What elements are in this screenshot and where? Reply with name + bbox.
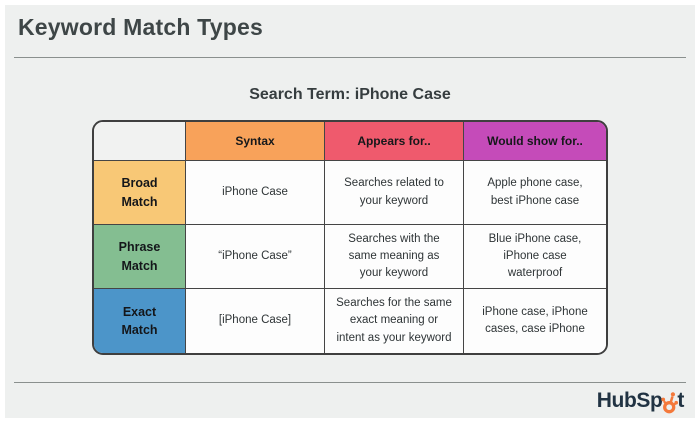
column-header-syntax: Syntax xyxy=(186,122,325,161)
row-label-broad-match: Broad Match xyxy=(94,161,186,225)
cell-phrase-appears: Searches with the same meaning as your k… xyxy=(325,225,464,289)
cell-exact-appears: Searches for the same exact meaning or i… xyxy=(325,289,464,353)
row-label-phrase-match: Phrase Match xyxy=(94,225,186,289)
cell-exact-syntax: [iPhone Case] xyxy=(186,289,325,353)
logo-text-right: t xyxy=(677,389,684,412)
search-term-subtitle: Search Term: iPhone Case xyxy=(249,86,451,103)
top-divider xyxy=(14,57,686,58)
cell-exact-would-show: iPhone case, iPhone cases, case iPhone xyxy=(464,289,606,353)
cell-phrase-syntax: “iPhone Case” xyxy=(186,225,325,289)
row-label-exact-match: Exact Match xyxy=(94,289,186,353)
logo-text-left: HubSp xyxy=(596,389,663,412)
slide-canvas: Keyword Match Types Search Term: iPhone … xyxy=(5,5,695,418)
hubspot-sprocket-icon xyxy=(661,392,679,414)
bottom-divider xyxy=(14,382,686,383)
cell-broad-appears: Searches related to your keyword xyxy=(325,161,464,225)
page-title: Keyword Match Types xyxy=(18,14,263,40)
column-header-would-show-for: Would show for.. xyxy=(464,122,606,161)
cell-phrase-would-show: Blue iPhone case, iPhone case waterproof xyxy=(464,225,606,289)
cell-broad-syntax: iPhone Case xyxy=(186,161,325,225)
hubspot-logo: HubSp t xyxy=(596,389,684,414)
keyword-match-table: Syntax Appears for.. Would show for.. Br… xyxy=(92,120,608,355)
table-corner-cell xyxy=(94,122,186,161)
cell-broad-would-show: Apple phone case, best iPhone case xyxy=(464,161,606,225)
column-header-appears-for: Appears for.. xyxy=(325,122,464,161)
